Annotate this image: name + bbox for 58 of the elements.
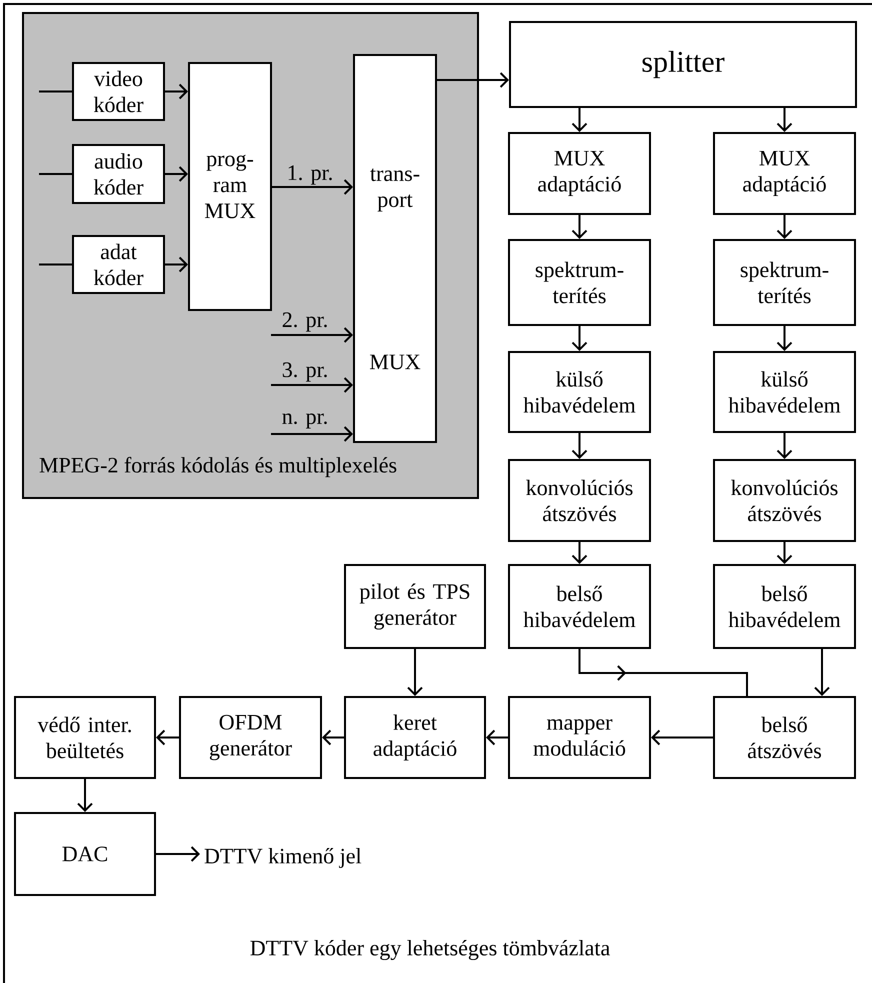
arrow	[77, 778, 93, 812]
process-box: spektrum- terítés	[508, 239, 651, 326]
process-box: konvolúciós átszövés	[508, 459, 651, 542]
process-box: mapper moduláció	[508, 696, 651, 779]
process-box: DAC	[14, 812, 156, 896]
edge-label: 3. pr.	[282, 362, 327, 382]
line	[39, 264, 73, 266]
arrow	[651, 730, 714, 746]
process-box: belső hibavédelem	[508, 564, 651, 649]
arrow	[322, 730, 345, 746]
process-box: audio kóder	[72, 144, 165, 204]
arrow	[407, 648, 423, 696]
arrow	[572, 541, 588, 564]
arrow	[164, 84, 188, 100]
arrow	[164, 166, 188, 182]
process-box: konvolúciós átszövés	[713, 459, 856, 542]
process-box: MUX adaptáció	[508, 132, 651, 215]
arrow	[436, 72, 509, 88]
arrow	[572, 214, 588, 239]
process-box: trans- port MUX	[353, 54, 437, 443]
arrow	[776, 541, 792, 564]
edge-label: 2. pr.	[282, 312, 327, 332]
arrow	[572, 432, 588, 459]
arrow	[486, 730, 509, 746]
arrow	[572, 325, 588, 351]
line	[39, 90, 73, 92]
process-box: keret adaptáció	[344, 696, 486, 779]
process-box: MUX adaptáció	[713, 132, 856, 215]
arrow	[271, 179, 353, 195]
arrow	[776, 432, 792, 459]
arrow	[156, 730, 180, 746]
arrow	[271, 426, 353, 442]
process-box: külső hibavédelem	[508, 351, 651, 433]
output-label: DTTV kimenő jel	[204, 848, 362, 868]
arrow	[271, 327, 353, 343]
arrow	[814, 648, 830, 696]
line	[39, 173, 73, 175]
process-box: spektrum- terítés	[713, 239, 856, 326]
edge-label: 1. pr.	[288, 165, 332, 185]
arrow	[776, 325, 792, 351]
process-box: splitter	[509, 21, 857, 108]
process-box: OFDM generátor	[179, 696, 322, 779]
process-box: védő inter. beültetés	[14, 696, 156, 779]
process-box: video kóder	[72, 62, 165, 121]
arrow	[271, 377, 353, 393]
process-box: belső hibavédelem	[713, 564, 856, 649]
process-box: prog- ram MUX	[188, 62, 272, 311]
arrow	[776, 107, 792, 132]
process-box: külső hibavédelem	[713, 351, 856, 433]
edge-label: n. pr.	[282, 413, 327, 429]
arrow	[155, 846, 200, 862]
process-box: adat kóder	[72, 235, 165, 294]
process-box: pilot és TPS generátor	[344, 564, 486, 649]
caption: DTTV kóder egy lehetséges tömbvázlata	[250, 940, 610, 960]
process-box: belső átszövés	[713, 696, 856, 779]
arrow	[164, 256, 188, 272]
arrow	[776, 214, 792, 239]
arrow	[572, 107, 588, 132]
